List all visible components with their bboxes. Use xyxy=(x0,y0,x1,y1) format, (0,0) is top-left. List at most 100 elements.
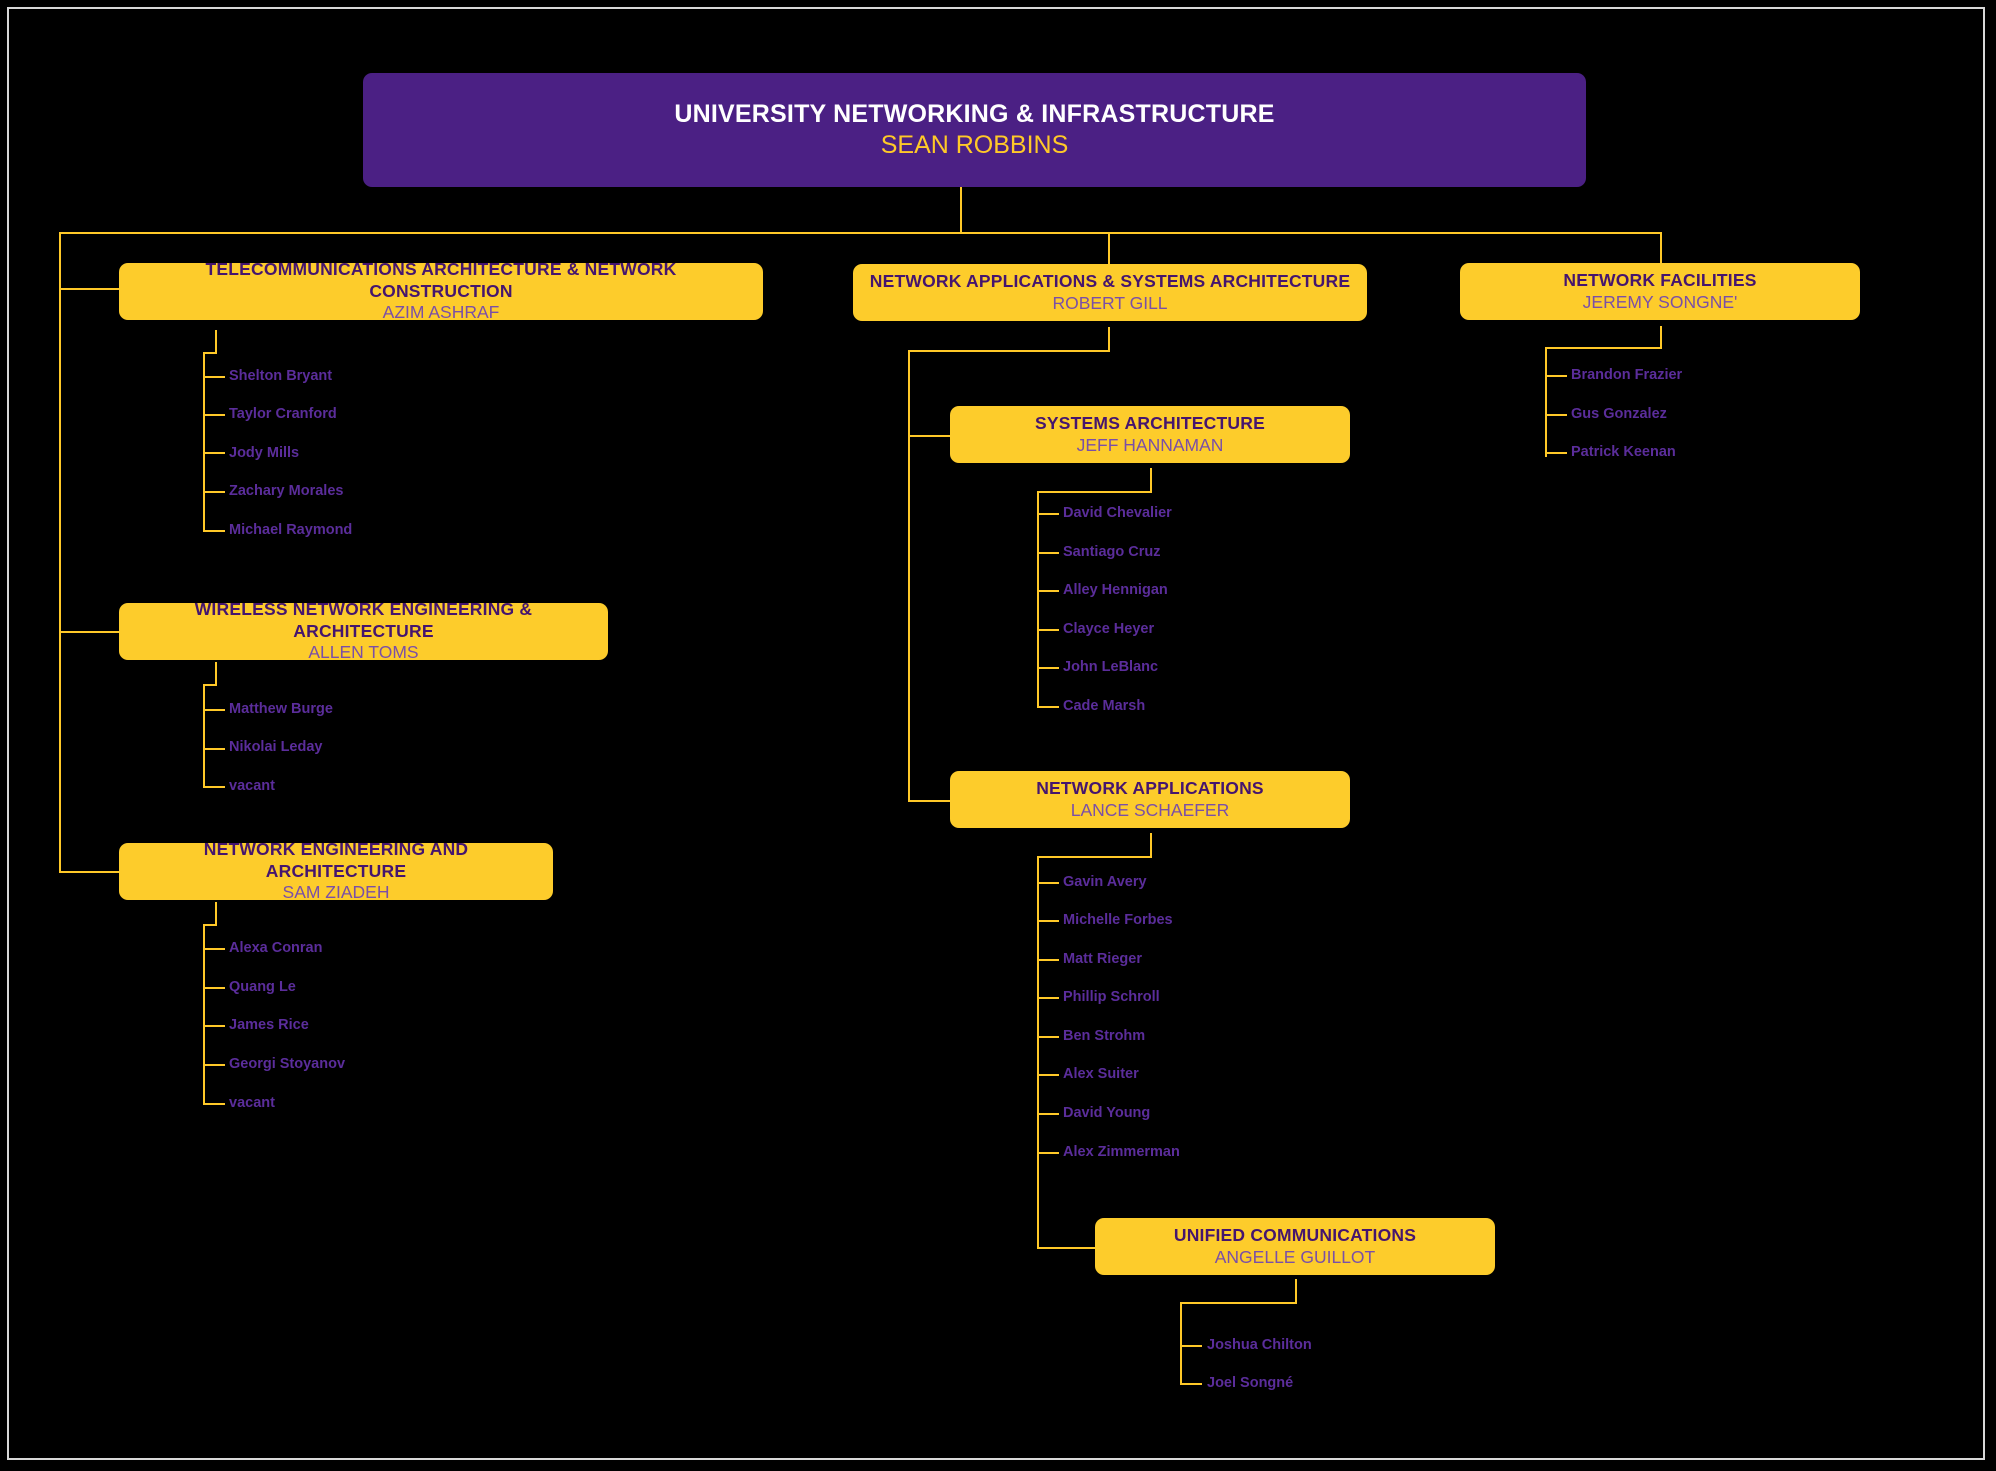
connector-left-to-telecom xyxy=(59,288,119,290)
staff-name: John LeBlanc xyxy=(1063,659,1159,675)
connector-unified-bracket xyxy=(1180,1302,1182,1383)
staff-name: Patrick Keenan xyxy=(1571,444,1676,460)
staff-name: Alexa Conran xyxy=(229,940,323,956)
staff-name: vacant xyxy=(229,1095,275,1111)
connector-netapps-tick xyxy=(1037,882,1059,884)
chart-border xyxy=(7,7,1985,1460)
node-root-university-networking[interactable]: UNIVERSITY NETWORKING & INFRASTRUCTURE S… xyxy=(363,73,1586,187)
staff-name: Alex Zimmerman xyxy=(1063,1144,1180,1160)
staff-name: Michael Raymond xyxy=(229,522,353,538)
connector-telecom-bus-top xyxy=(203,352,217,354)
connector-telecom-tick xyxy=(203,452,225,454)
connector-wireless-tick xyxy=(203,786,225,788)
connector-netappsys-stem xyxy=(1108,327,1110,351)
node-title: WIRELESS NETWORK ENGINEERING & ARCHITECT… xyxy=(194,598,533,641)
node-person: JEFF HANNAMAN xyxy=(1076,434,1224,455)
connector-netengarch-tick xyxy=(203,987,225,989)
connector-sysarch-tick xyxy=(1037,513,1059,515)
connector-root-stem xyxy=(960,187,962,233)
connector-netengarch-bracket xyxy=(203,924,205,1104)
connector-telecom-tick xyxy=(203,530,225,532)
connector-netfacilities-bus-top xyxy=(1545,347,1662,349)
connector-netapps-stem xyxy=(1150,833,1152,857)
node-systems-architecture[interactable]: SYSTEMS ARCHITECTURE JEFF HANNAMAN xyxy=(950,406,1350,463)
connector-netfacilities-tick xyxy=(1545,375,1567,377)
node-person: ALLEN TOMS xyxy=(308,642,419,663)
connector-wireless-tick xyxy=(203,709,225,711)
connector-sysarch-bracket xyxy=(1037,491,1039,707)
node-title: NETWORK APPLICATIONS & SYSTEMS ARCHITECT… xyxy=(869,270,1351,291)
staff-name: Gavin Avery xyxy=(1063,874,1147,890)
node-network-applications[interactable]: NETWORK APPLICATIONS LANCE SCHAEFER xyxy=(950,771,1350,828)
staff-name: Gus Gonzalez xyxy=(1571,406,1667,422)
node-person: ANGELLE GUILLOT xyxy=(1214,1246,1376,1267)
staff-name: Matt Rieger xyxy=(1063,951,1142,967)
connector-mid-to-netapps xyxy=(908,800,950,802)
connector-unified-bus-top xyxy=(1180,1302,1297,1304)
connector-netengarch-tick xyxy=(203,1064,225,1066)
staff-name: Joshua Chilton xyxy=(1207,1337,1312,1353)
connector-netapps-to-unified xyxy=(1037,1247,1095,1249)
staff-name: Santiago Cruz xyxy=(1063,544,1161,560)
node-person: JEREMY SONGNE' xyxy=(1582,291,1738,312)
connector-wireless-bracket xyxy=(203,684,205,787)
connector-netapps-bus-top xyxy=(1037,856,1152,858)
connector-wireless-tick xyxy=(203,748,225,750)
staff-name: Zachary Morales xyxy=(229,483,344,499)
connector-mid-trunk xyxy=(908,350,910,800)
connector-telecom-stem xyxy=(215,330,217,353)
connector-telecom-tick xyxy=(203,491,225,493)
staff-name: vacant xyxy=(229,778,275,794)
connector-wireless-stem xyxy=(215,662,217,685)
connector-mid-stem xyxy=(1108,232,1110,264)
staff-name: Quang Le xyxy=(229,979,296,995)
connector-netengarch-tick xyxy=(203,948,225,950)
connector-netfacilities-tick xyxy=(1545,452,1567,454)
connector-sysarch-stem xyxy=(1150,468,1152,492)
staff-name: Georgi Stoyanov xyxy=(229,1056,346,1072)
connector-netapps-tick xyxy=(1037,1074,1059,1076)
staff-name: Jody Mills xyxy=(229,445,300,461)
node-title: SYSTEMS ARCHITECTURE xyxy=(1035,412,1265,433)
connector-root-bus xyxy=(59,232,1662,234)
connector-netapps-tick xyxy=(1037,1036,1059,1038)
staff-name: James Rice xyxy=(229,1017,309,1033)
connector-netapps-tick xyxy=(1037,920,1059,922)
staff-name: Taylor Cranford xyxy=(229,406,337,422)
node-network-facilities[interactable]: NETWORK FACILITIES JEREMY SONGNE' xyxy=(1460,263,1860,320)
node-network-applications-systems-architecture[interactable]: NETWORK APPLICATIONS & SYSTEMS ARCHITECT… xyxy=(853,264,1367,321)
staff-name: Nikolai Leday xyxy=(229,739,323,755)
node-person: AZIM ASHRAF xyxy=(382,302,500,323)
connector-left-to-netengarch xyxy=(59,871,119,873)
node-unified-communications[interactable]: UNIFIED COMMUNICATIONS ANGELLE GUILLOT xyxy=(1095,1218,1495,1275)
node-person: ROBERT GILL xyxy=(1052,292,1168,313)
connector-netengarch-tick xyxy=(203,1025,225,1027)
connector-wireless-bus-top xyxy=(203,684,217,686)
connector-netengarch-bus-top xyxy=(203,924,217,926)
node-title: TELECOMMUNICATIONS ARCHITECTURE & NETWOR… xyxy=(205,258,677,301)
node-title: UNIVERSITY NETWORKING & INFRASTRUCTURE xyxy=(674,99,1275,128)
node-title: UNIFIED COMMUNICATIONS xyxy=(1173,1224,1417,1245)
connector-unified-tick xyxy=(1180,1383,1202,1385)
staff-name: Matthew Burge xyxy=(229,701,333,717)
node-person: SAM ZIADEH xyxy=(282,882,390,903)
staff-name: Shelton Bryant xyxy=(229,368,333,384)
connector-sysarch-tick xyxy=(1037,706,1059,708)
connector-netapps-tick xyxy=(1037,1113,1059,1115)
connector-right-stem xyxy=(1660,232,1662,263)
staff-name: Alley Hennigan xyxy=(1063,582,1168,598)
node-network-engineering-and-architecture[interactable]: NETWORK ENGINEERING AND ARCHITECTURE SAM… xyxy=(119,839,553,902)
node-person: SEAN ROBBINS xyxy=(880,131,1069,159)
connector-telecom-bracket xyxy=(203,352,205,532)
connector-netapps-tick xyxy=(1037,959,1059,961)
staff-name: Cade Marsh xyxy=(1063,698,1146,714)
staff-name: Brandon Frazier xyxy=(1571,367,1683,383)
staff-name: Joel Songné xyxy=(1207,1375,1294,1391)
connector-telecom-tick xyxy=(203,414,225,416)
connector-netengarch-tick xyxy=(203,1103,225,1105)
connector-mid-to-sysarch xyxy=(908,435,950,437)
node-wireless-network-engineering[interactable]: WIRELESS NETWORK ENGINEERING & ARCHITECT… xyxy=(119,599,608,662)
connector-sysarch-bus-top xyxy=(1037,491,1152,493)
node-telecommunications-architecture[interactable]: TELECOMMUNICATIONS ARCHITECTURE & NETWOR… xyxy=(119,259,763,322)
